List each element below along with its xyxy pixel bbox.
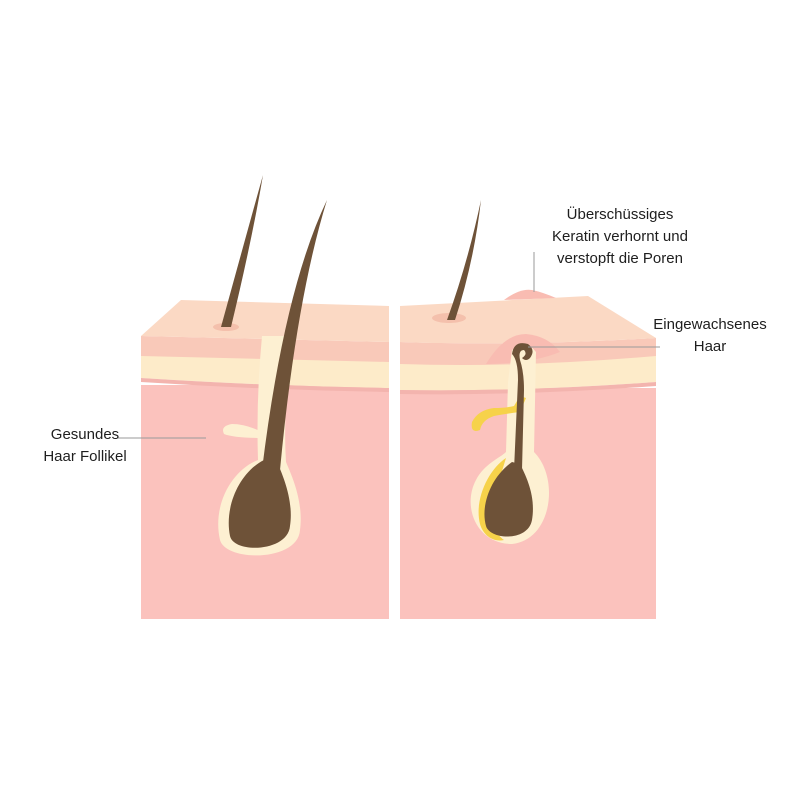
ingrown-label-line-1: Eingewachsenes	[653, 316, 767, 333]
healthy-label-line-1: Gesundes	[50, 426, 120, 443]
right-layer-shadow	[400, 382, 656, 395]
left-short-hair	[221, 175, 263, 327]
healthy-skin-block	[141, 175, 389, 619]
right-epidermis-top	[400, 296, 656, 344]
ingrown-skin-block	[400, 200, 656, 619]
left-epidermis-top	[141, 300, 389, 342]
right-follicle-bulb	[484, 462, 533, 537]
keratin-label-line-3: verstopft die Poren	[557, 250, 683, 267]
ingrown-hair-label: Eingewachsenes Haar	[630, 314, 790, 358]
left-long-hair	[262, 200, 327, 470]
right-sebaceous-duct	[471, 396, 526, 431]
healthy-follicle-label: Gesundes Haar Follikel	[10, 424, 160, 468]
keratin-label: Überschüssiges Keratin verhornt und vers…	[530, 204, 710, 270]
ingrown-hair-shaft	[512, 343, 533, 470]
left-sebaceous-duct	[223, 424, 262, 438]
healthy-label-line-2: Haar Follikel	[43, 448, 127, 465]
left-follicle-bulb	[228, 460, 291, 548]
ingrown-label-line-2: Haar	[693, 338, 727, 355]
keratin-bump	[504, 289, 556, 300]
keratin-label-line-1: Überschüssiges	[566, 206, 674, 223]
keratin-label-line-2: Keratin verhornt und	[552, 228, 688, 245]
